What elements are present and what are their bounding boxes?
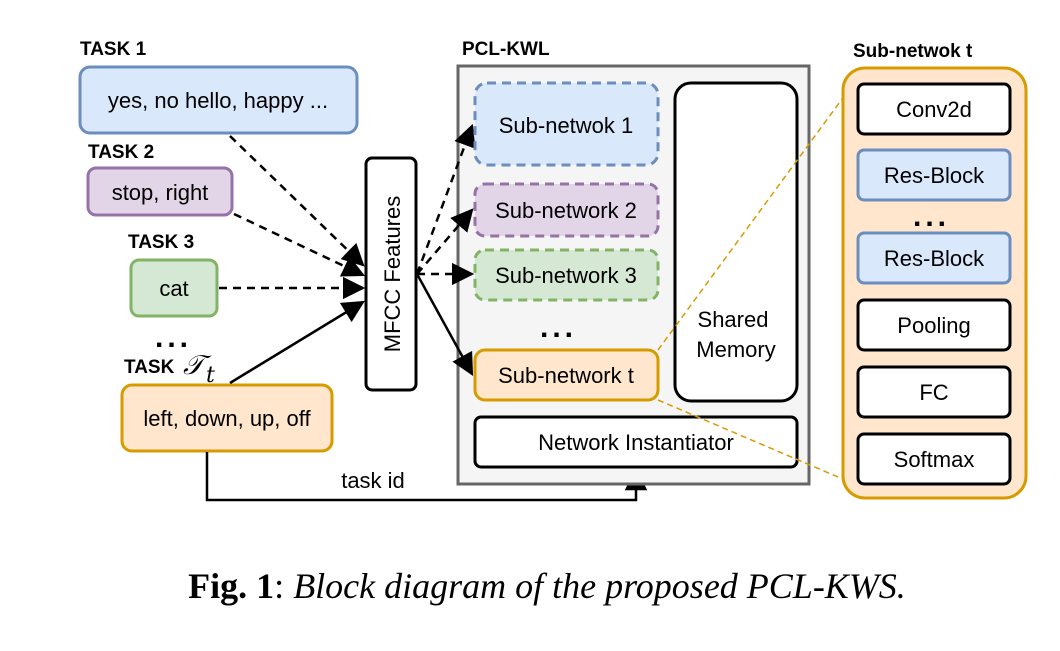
arrow-mfcc-subt — [415, 273, 474, 376]
subnet1-box — [473, 81, 660, 167]
mfcc-features-box — [364, 156, 418, 392]
layer-resblock1-label: Res-Block — [884, 163, 985, 188]
subnet3-box — [473, 248, 660, 302]
subnet-t-box — [473, 348, 660, 402]
layer-conv2d-box — [856, 82, 1012, 136]
layer-pooling-label: Pooling — [897, 313, 970, 338]
layer-resblock2-box — [856, 231, 1012, 285]
pcl-title: PCL-KWL — [462, 39, 550, 60]
subnet-ellipsis: ... — [540, 311, 577, 344]
task1-label: TASK 1 — [80, 39, 147, 60]
layer-pooling-box — [856, 298, 1012, 352]
layer-fc-box — [856, 365, 1012, 419]
subnet1-label: Sub-netwok 1 — [499, 113, 634, 138]
shared-memory-box — [673, 81, 799, 403]
task2-words: stop, right — [112, 180, 209, 205]
subnet-t-label: Sub-network t — [498, 363, 634, 388]
figure-caption: Fig. 1: Block diagram of the proposed PC… — [188, 566, 906, 606]
layer-resblock2-label: Res-Block — [884, 246, 985, 271]
taskt-box — [120, 383, 334, 453]
subnet2-label: Sub-network 2 — [495, 198, 637, 223]
network-instantiator-label: Network Instantiator — [538, 430, 734, 455]
caption-separator: : — [274, 566, 293, 606]
taskt-label: TASK — [124, 357, 175, 378]
subnet2-box — [473, 182, 660, 238]
task2-label: TASK 2 — [88, 142, 154, 163]
zoom-line-top — [657, 94, 846, 351]
taskt-words: left, down, up, off — [143, 406, 311, 431]
shared-memory-line1: Shared — [698, 307, 769, 332]
layer-ellipsis: ... — [913, 200, 950, 233]
arrow-mfcc-sub1 — [415, 123, 476, 275]
caption-text: Block diagram of the proposed PCL-KWS. — [293, 566, 906, 606]
arrow-taskt-mfcc — [229, 300, 365, 385]
shared-memory-line2: Memory — [696, 337, 775, 362]
task1-words: yes, no hello, happy ... — [108, 88, 328, 113]
task1-box — [78, 65, 359, 135]
caption-prefix: Fig. 1 — [188, 566, 274, 606]
layer-conv2d-label: Conv2d — [896, 97, 972, 122]
layer-softmax-label: Softmax — [894, 447, 975, 472]
task2-box — [86, 166, 234, 217]
task3-words: cat — [159, 276, 188, 301]
zoom-line-bottom — [657, 399, 846, 481]
subnet-detail-title: Sub-netwok t — [853, 41, 973, 62]
mfcc-features-label: MFCC Features — [380, 196, 405, 352]
layer-softmax-box — [856, 432, 1012, 486]
arrow-task1-mfcc — [229, 135, 365, 267]
task3-box — [129, 258, 219, 318]
network-instantiator-box — [473, 415, 799, 469]
arrow-mfcc-sub2 — [416, 208, 474, 275]
arrow-task2-mfcc — [233, 212, 366, 277]
task-ellipsis: ... — [155, 321, 192, 354]
layer-resblock1-box — [856, 148, 1012, 202]
layer-fc-label: FC — [919, 380, 948, 405]
subnet3-label: Sub-network 3 — [495, 263, 637, 288]
task-id-label: task id — [341, 468, 405, 493]
task3-label: TASK 3 — [128, 232, 194, 253]
taskt-subscript: t — [206, 363, 215, 388]
